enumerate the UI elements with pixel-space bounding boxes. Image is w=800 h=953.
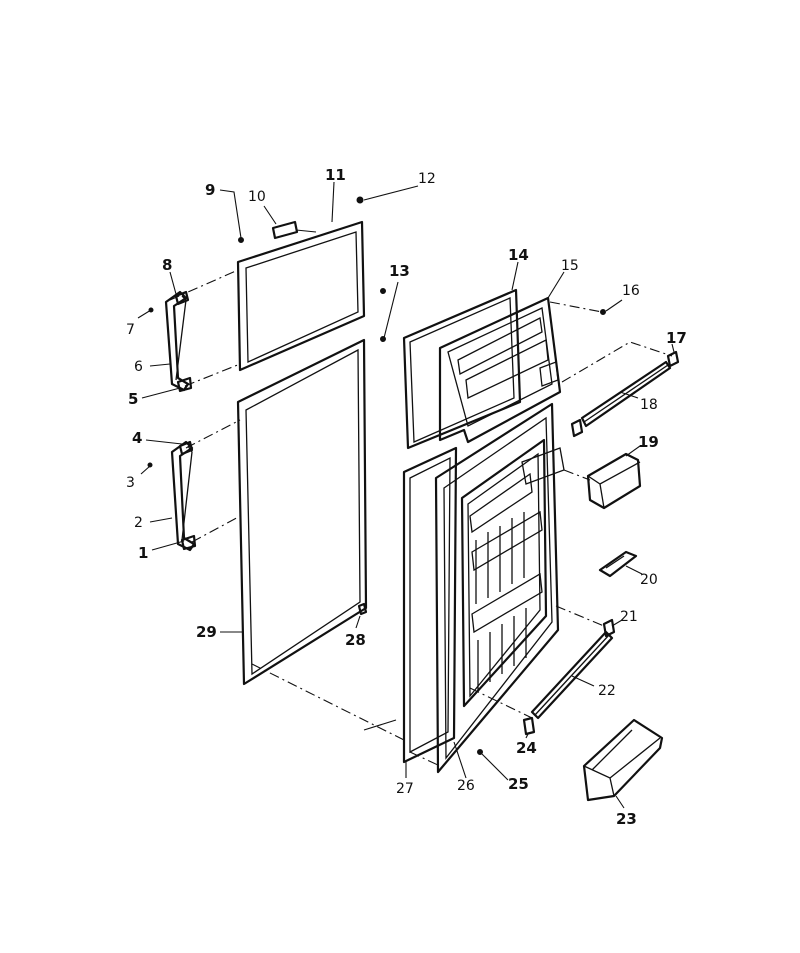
plug-28 — [357, 602, 368, 616]
shelf-bar-cap-24 — [522, 716, 536, 736]
callout-24: 24 — [516, 739, 537, 757]
screw-16 — [600, 309, 606, 315]
handle-end-cap-1 — [180, 534, 197, 551]
callout-13: 13 — [389, 262, 410, 280]
leader-lines — [137, 181, 675, 809]
shelf-bar-cap-17 — [666, 350, 680, 368]
callout-23: 23 — [616, 810, 637, 828]
callout-1: 1 — [138, 544, 148, 562]
upper-handle — [164, 290, 190, 392]
callout-9: 9 — [205, 181, 215, 199]
handle-end-cap-4 — [178, 440, 194, 456]
callout-8: 8 — [162, 256, 172, 274]
callout-11: 11 — [325, 166, 346, 184]
callout-15: 15 — [561, 258, 579, 274]
shelf-bar-cap-21 — [602, 618, 616, 638]
assembly-lines — [169, 269, 673, 767]
callout-17: 17 — [666, 329, 687, 347]
callout-16: 16 — [622, 283, 640, 299]
handle-end-cap-8 — [174, 290, 190, 306]
lower-handle — [170, 440, 196, 552]
screw-12 — [356, 196, 364, 204]
callout-27: 27 — [396, 781, 414, 797]
callout-3: 3 — [126, 475, 135, 491]
callout-4: 4 — [132, 429, 142, 447]
callout-14: 14 — [508, 246, 529, 264]
door-bin-23 — [582, 718, 664, 802]
callout-12: 12 — [418, 171, 436, 187]
callout-18: 18 — [640, 397, 658, 413]
callout-20: 20 — [640, 572, 658, 588]
screw-25 — [477, 749, 483, 755]
callout-29: 29 — [196, 623, 217, 641]
shelf-retainer-20 — [598, 550, 638, 578]
door-shelf-19 — [586, 452, 642, 510]
callout-22: 22 — [598, 683, 616, 699]
callout-6: 6 — [134, 359, 143, 375]
freezer-door-panel — [236, 220, 366, 372]
screw-3 — [147, 462, 153, 468]
handle-insert — [271, 220, 299, 240]
freezer-door-gasket — [402, 288, 522, 450]
callout-10: 10 — [248, 189, 266, 205]
callout-labels: 1 2 3 4 5 6 7 8 9 10 11 12 13 14 15 16 1… — [126, 166, 687, 828]
shelf-bar-cap-lower — [570, 418, 584, 438]
fresh-food-door-gasket — [402, 446, 458, 764]
callout-5: 5 — [128, 390, 138, 408]
screw-9 — [238, 237, 244, 243]
callout-19: 19 — [638, 433, 659, 451]
callout-26: 26 — [457, 778, 475, 794]
callout-21: 21 — [620, 609, 638, 625]
hinge-pin-13 — [380, 288, 386, 342]
callout-28: 28 — [345, 631, 366, 649]
callout-7: 7 — [126, 322, 135, 338]
fresh-food-inner-door-liner — [434, 402, 565, 774]
callout-2: 2 — [134, 515, 143, 531]
callout-25: 25 — [508, 775, 529, 793]
fresh-food-shelf-bar — [530, 630, 614, 720]
